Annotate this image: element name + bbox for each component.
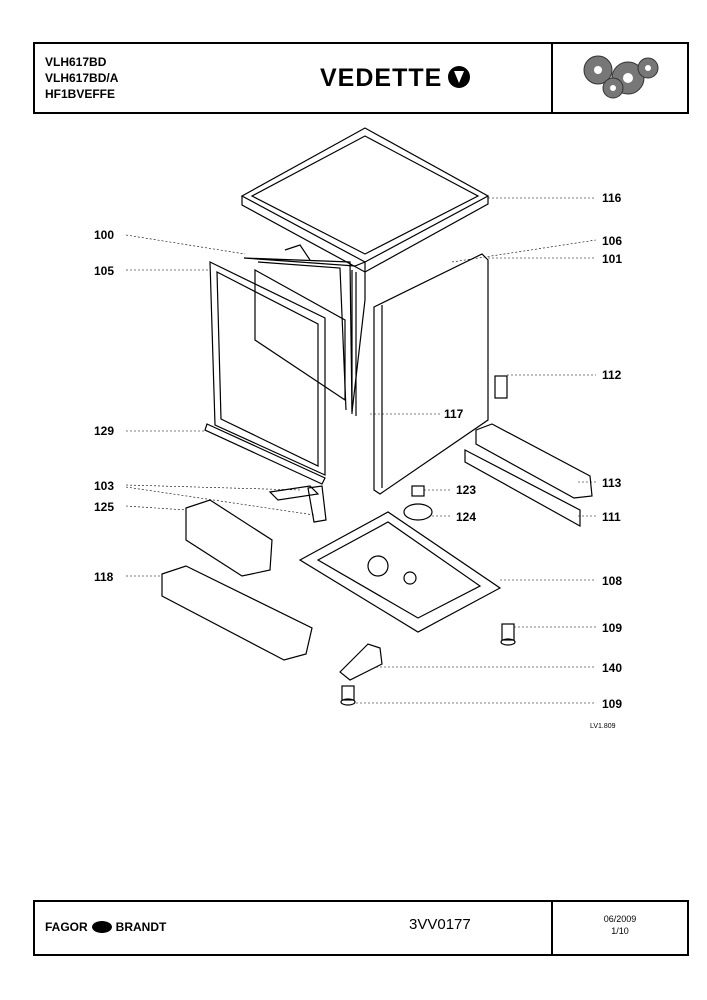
brand-name: VEDETTE [320, 64, 443, 92]
front-strip [464, 449, 581, 528]
kick-plate [161, 565, 313, 661]
control-box [185, 499, 273, 577]
door-seal [351, 270, 357, 416]
model-2: VLH617BD/A [45, 71, 119, 85]
page-number: 1/10 [611, 926, 629, 936]
brand-logo: VEDETTE [320, 64, 471, 93]
front-panel [209, 261, 326, 476]
label-140: 140 [602, 661, 622, 675]
label-106: 106 [602, 234, 622, 248]
model-3: HF1BVEFFE [45, 87, 116, 101]
label-116: 116 [602, 191, 622, 205]
label-103: 103 [94, 479, 114, 493]
side-panel-right [373, 253, 489, 495]
brand-v-icon [448, 66, 471, 88]
fagor-brandt-icon [91, 921, 112, 933]
leader-lines [125, 197, 597, 704]
label-112: 112 [602, 368, 622, 382]
disc [403, 503, 433, 521]
header-frame: VLH617BD VLH617BD/A HF1BVEFFE VEDETTE [33, 42, 689, 114]
foot-bracket [339, 643, 383, 681]
document-number: 3VV0177 [409, 916, 471, 933]
bracket [494, 375, 508, 399]
label-129: 129 [94, 424, 114, 438]
top-cover [475, 423, 593, 499]
inner-frame [254, 244, 346, 402]
foot-front [340, 685, 356, 706]
label-123: 123 [456, 483, 476, 497]
foot-right [500, 623, 516, 646]
worktop [240, 127, 490, 273]
model-1: VLH617BD [45, 55, 107, 69]
footer-frame: FAGOR BRANDT 3VV0177 06/2009 1/10 [33, 900, 689, 956]
label-117: 117 [444, 407, 464, 421]
label-124: 124 [456, 510, 476, 524]
label-118: 118 [94, 570, 114, 584]
small-clip [411, 485, 425, 497]
base-tray [298, 511, 502, 633]
brand-left: FAGOR [45, 920, 88, 934]
label-125: 125 [94, 500, 114, 514]
bottom-strip [204, 423, 326, 485]
label-100: 100 [94, 228, 114, 242]
back-panel [243, 257, 366, 413]
label-105: 105 [94, 264, 114, 278]
brand-right: BRANDT [115, 920, 167, 934]
label-109-a: 109 [602, 621, 622, 635]
label-111: 111 [602, 510, 621, 524]
hinge-parts [268, 485, 327, 523]
gears-logo-box [551, 44, 687, 112]
doc-date: 06/2009 [603, 914, 637, 924]
label-108: 108 [602, 574, 622, 588]
date-box: 06/2009 1/10 [551, 902, 687, 954]
drawing-ref-code: LV1.809 [590, 723, 616, 730]
label-101: 101 [602, 252, 622, 266]
label-109-b: 109 [602, 697, 622, 711]
model-list: VLH617BD VLH617BD/A HF1BVEFFE [45, 54, 118, 102]
gears-icon [583, 55, 659, 99]
label-113: 113 [602, 476, 622, 490]
fagor-brandt-logo: FAGOR BRANDT [45, 920, 166, 934]
